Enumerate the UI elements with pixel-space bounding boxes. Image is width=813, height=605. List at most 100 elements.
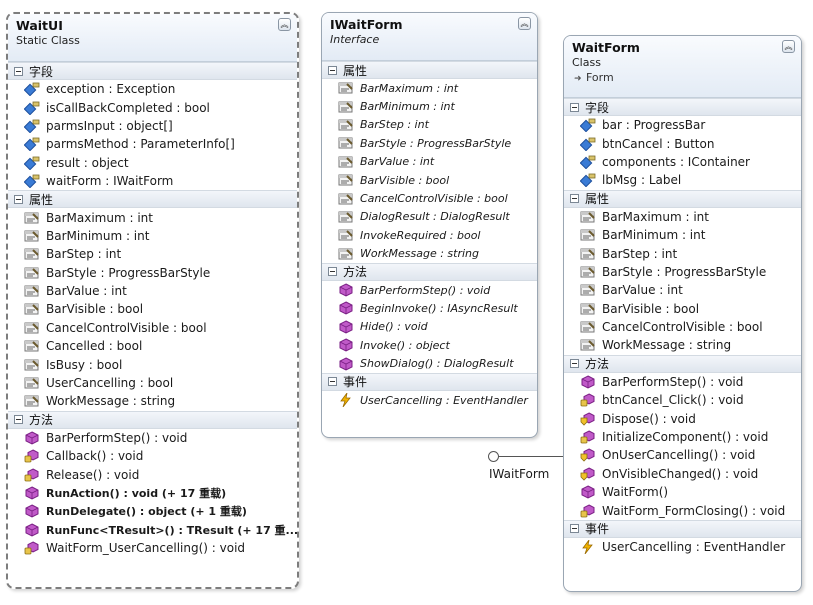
member-row[interactable]: components : IContainer (564, 153, 801, 171)
member-row[interactable]: BarStep : int (564, 244, 801, 262)
member-row[interactable]: BarPerformStep() : void (322, 281, 537, 299)
collapse-section-icon[interactable] (570, 359, 579, 369)
member-row[interactable]: waitForm : IWaitForm (8, 172, 297, 190)
member-row[interactable]: OnUserCancelling() : void (564, 446, 801, 464)
member-row[interactable]: BarMinimum : int (564, 226, 801, 244)
member-row[interactable]: Hide() : void (322, 318, 537, 336)
collapse-button[interactable]: ︽ (278, 18, 291, 31)
member-row[interactable]: InvokeRequired : bool (322, 226, 537, 244)
member-text: Callback() : void (46, 449, 144, 464)
member-row[interactable]: lbMsg : Label (564, 171, 801, 189)
member-row[interactable]: bar : ProgressBar (564, 116, 801, 134)
member-row[interactable]: RunFunc<TResult>() : TResult (+ 17 重... (8, 521, 297, 539)
section-header[interactable]: 方法 (8, 410, 297, 429)
member-row[interactable]: BarStyle : ProgressBarStyle (564, 263, 801, 281)
section-header[interactable]: 属性 (564, 189, 801, 208)
property-icon (338, 247, 354, 261)
member-row[interactable]: CancelControlVisible : bool (322, 189, 537, 207)
member-row[interactable]: btnCancel : Button (564, 134, 801, 152)
member-row[interactable]: IsBusy : bool (8, 355, 297, 373)
member-row[interactable]: result : object (8, 154, 297, 172)
collapse-section-icon[interactable] (14, 415, 23, 425)
member-row[interactable]: BarVisible : bool (564, 300, 801, 318)
member-row[interactable]: RunDelegate() : object (+ 1 重载) (8, 502, 297, 520)
member-row[interactable]: RunAction() : void (+ 17 重载) (8, 484, 297, 502)
member-row[interactable]: BeginInvoke() : IAsyncResult (322, 299, 537, 317)
collapse-section-icon[interactable] (14, 66, 23, 76)
member-row[interactable]: BarPerformStep() : void (564, 373, 801, 391)
collapse-section-icon[interactable] (328, 267, 337, 277)
member-row[interactable]: BarMaximum : int (8, 208, 297, 226)
member-row[interactable]: UserCancelling : EventHandler (564, 538, 801, 556)
member-row[interactable]: BarMinimum : int (8, 227, 297, 245)
member-row[interactable]: WorkMessage : string (564, 336, 801, 354)
member-row[interactable]: parmsMethod : ParameterInfo[] (8, 135, 297, 153)
member-row[interactable]: parmsInput : object[] (8, 117, 297, 135)
member-row[interactable]: BarStyle : ProgressBarStyle (8, 264, 297, 282)
member-row[interactable]: CancelControlVisible : bool (564, 318, 801, 336)
member-text: BarValue : int (360, 155, 435, 169)
member-row[interactable]: UserCancelling : bool (8, 374, 297, 392)
member-row[interactable]: BarValue : int (322, 153, 537, 171)
member-row[interactable]: Callback() : void (8, 447, 297, 465)
member-row[interactable]: CancelControlVisible : bool (8, 319, 297, 337)
section-header[interactable]: 事件 (564, 519, 801, 538)
member-row[interactable]: Release() : void (8, 465, 297, 483)
property-icon (338, 210, 354, 224)
section-header[interactable]: 事件 (322, 372, 537, 391)
member-row[interactable]: WaitForm_UserCancelling() : void (8, 539, 297, 557)
collapse-section-icon[interactable] (328, 65, 337, 75)
class-name: WaitUI (16, 18, 63, 33)
member-row[interactable]: BarMinimum : int (322, 97, 537, 115)
member-row[interactable]: WaitForm() (564, 483, 801, 501)
collapse-button[interactable]: ︽ (518, 17, 531, 30)
member-row[interactable]: Invoke() : object (322, 336, 537, 354)
collapse-section-icon[interactable] (570, 194, 579, 204)
section-label: 方法 (585, 357, 610, 372)
member-row[interactable]: UserCancelling : EventHandler (322, 391, 537, 409)
class-header[interactable]: WaitForm Class ➜Form ︽ (564, 36, 801, 98)
member-row[interactable]: OnVisibleChanged() : void (564, 465, 801, 483)
collapse-section-icon[interactable] (328, 377, 337, 387)
member-row[interactable]: WaitForm_FormClosing() : void (564, 501, 801, 519)
member-text: WaitForm_FormClosing() : void (602, 503, 786, 518)
member-row[interactable]: BarStep : int (322, 116, 537, 134)
section-label: 事件 (343, 375, 368, 390)
collapse-button[interactable]: ︽ (782, 40, 795, 53)
member-row[interactable]: isCallBackCompleted : bool (8, 98, 297, 116)
member-row[interactable]: BarStyle : ProgressBarStyle (322, 134, 537, 152)
collapse-section-icon[interactable] (570, 102, 579, 112)
member-row[interactable]: WorkMessage : string (322, 245, 537, 263)
interface-header[interactable]: IWaitForm Interface ︽ (322, 13, 537, 61)
member-row[interactable]: InitializeComponent() : void (564, 428, 801, 446)
property-icon (24, 376, 40, 390)
member-row[interactable]: BarMaximum : int (322, 79, 537, 97)
section-header[interactable]: 字段 (8, 62, 297, 80)
member-row[interactable]: DialogResult : DialogResult (322, 208, 537, 226)
member-row[interactable]: exception : Exception (8, 80, 297, 98)
collapse-section-icon[interactable] (570, 524, 579, 534)
class-header[interactable]: WaitUI Static Class ︽ (8, 14, 297, 62)
member-row[interactable]: ShowDialog() : DialogResult (322, 354, 537, 372)
member-row[interactable]: Cancelled : bool (8, 337, 297, 355)
collapse-section-icon[interactable] (14, 194, 23, 204)
section-header[interactable]: 字段 (564, 98, 801, 116)
section-header[interactable]: 方法 (322, 262, 537, 281)
member-row[interactable]: WorkMessage : string (8, 392, 297, 410)
member-row[interactable]: BarStep : int (8, 245, 297, 263)
section-header[interactable]: 方法 (564, 354, 801, 373)
member-row[interactable]: BarValue : int (8, 282, 297, 300)
member-row[interactable]: BarPerformStep() : void (8, 429, 297, 447)
member-row[interactable]: btnCancel_Click() : void (564, 391, 801, 409)
member-row[interactable]: BarValue : int (564, 281, 801, 299)
method-icon (24, 486, 40, 500)
member-row[interactable]: Dispose() : void (564, 409, 801, 427)
member-row[interactable]: BarVisible : bool (8, 300, 297, 318)
member-row[interactable]: BarMaximum : int (564, 208, 801, 226)
member-row[interactable]: BarVisible : bool (322, 171, 537, 189)
section-header[interactable]: 属性 (322, 61, 537, 79)
section-header[interactable]: 属性 (8, 190, 297, 209)
